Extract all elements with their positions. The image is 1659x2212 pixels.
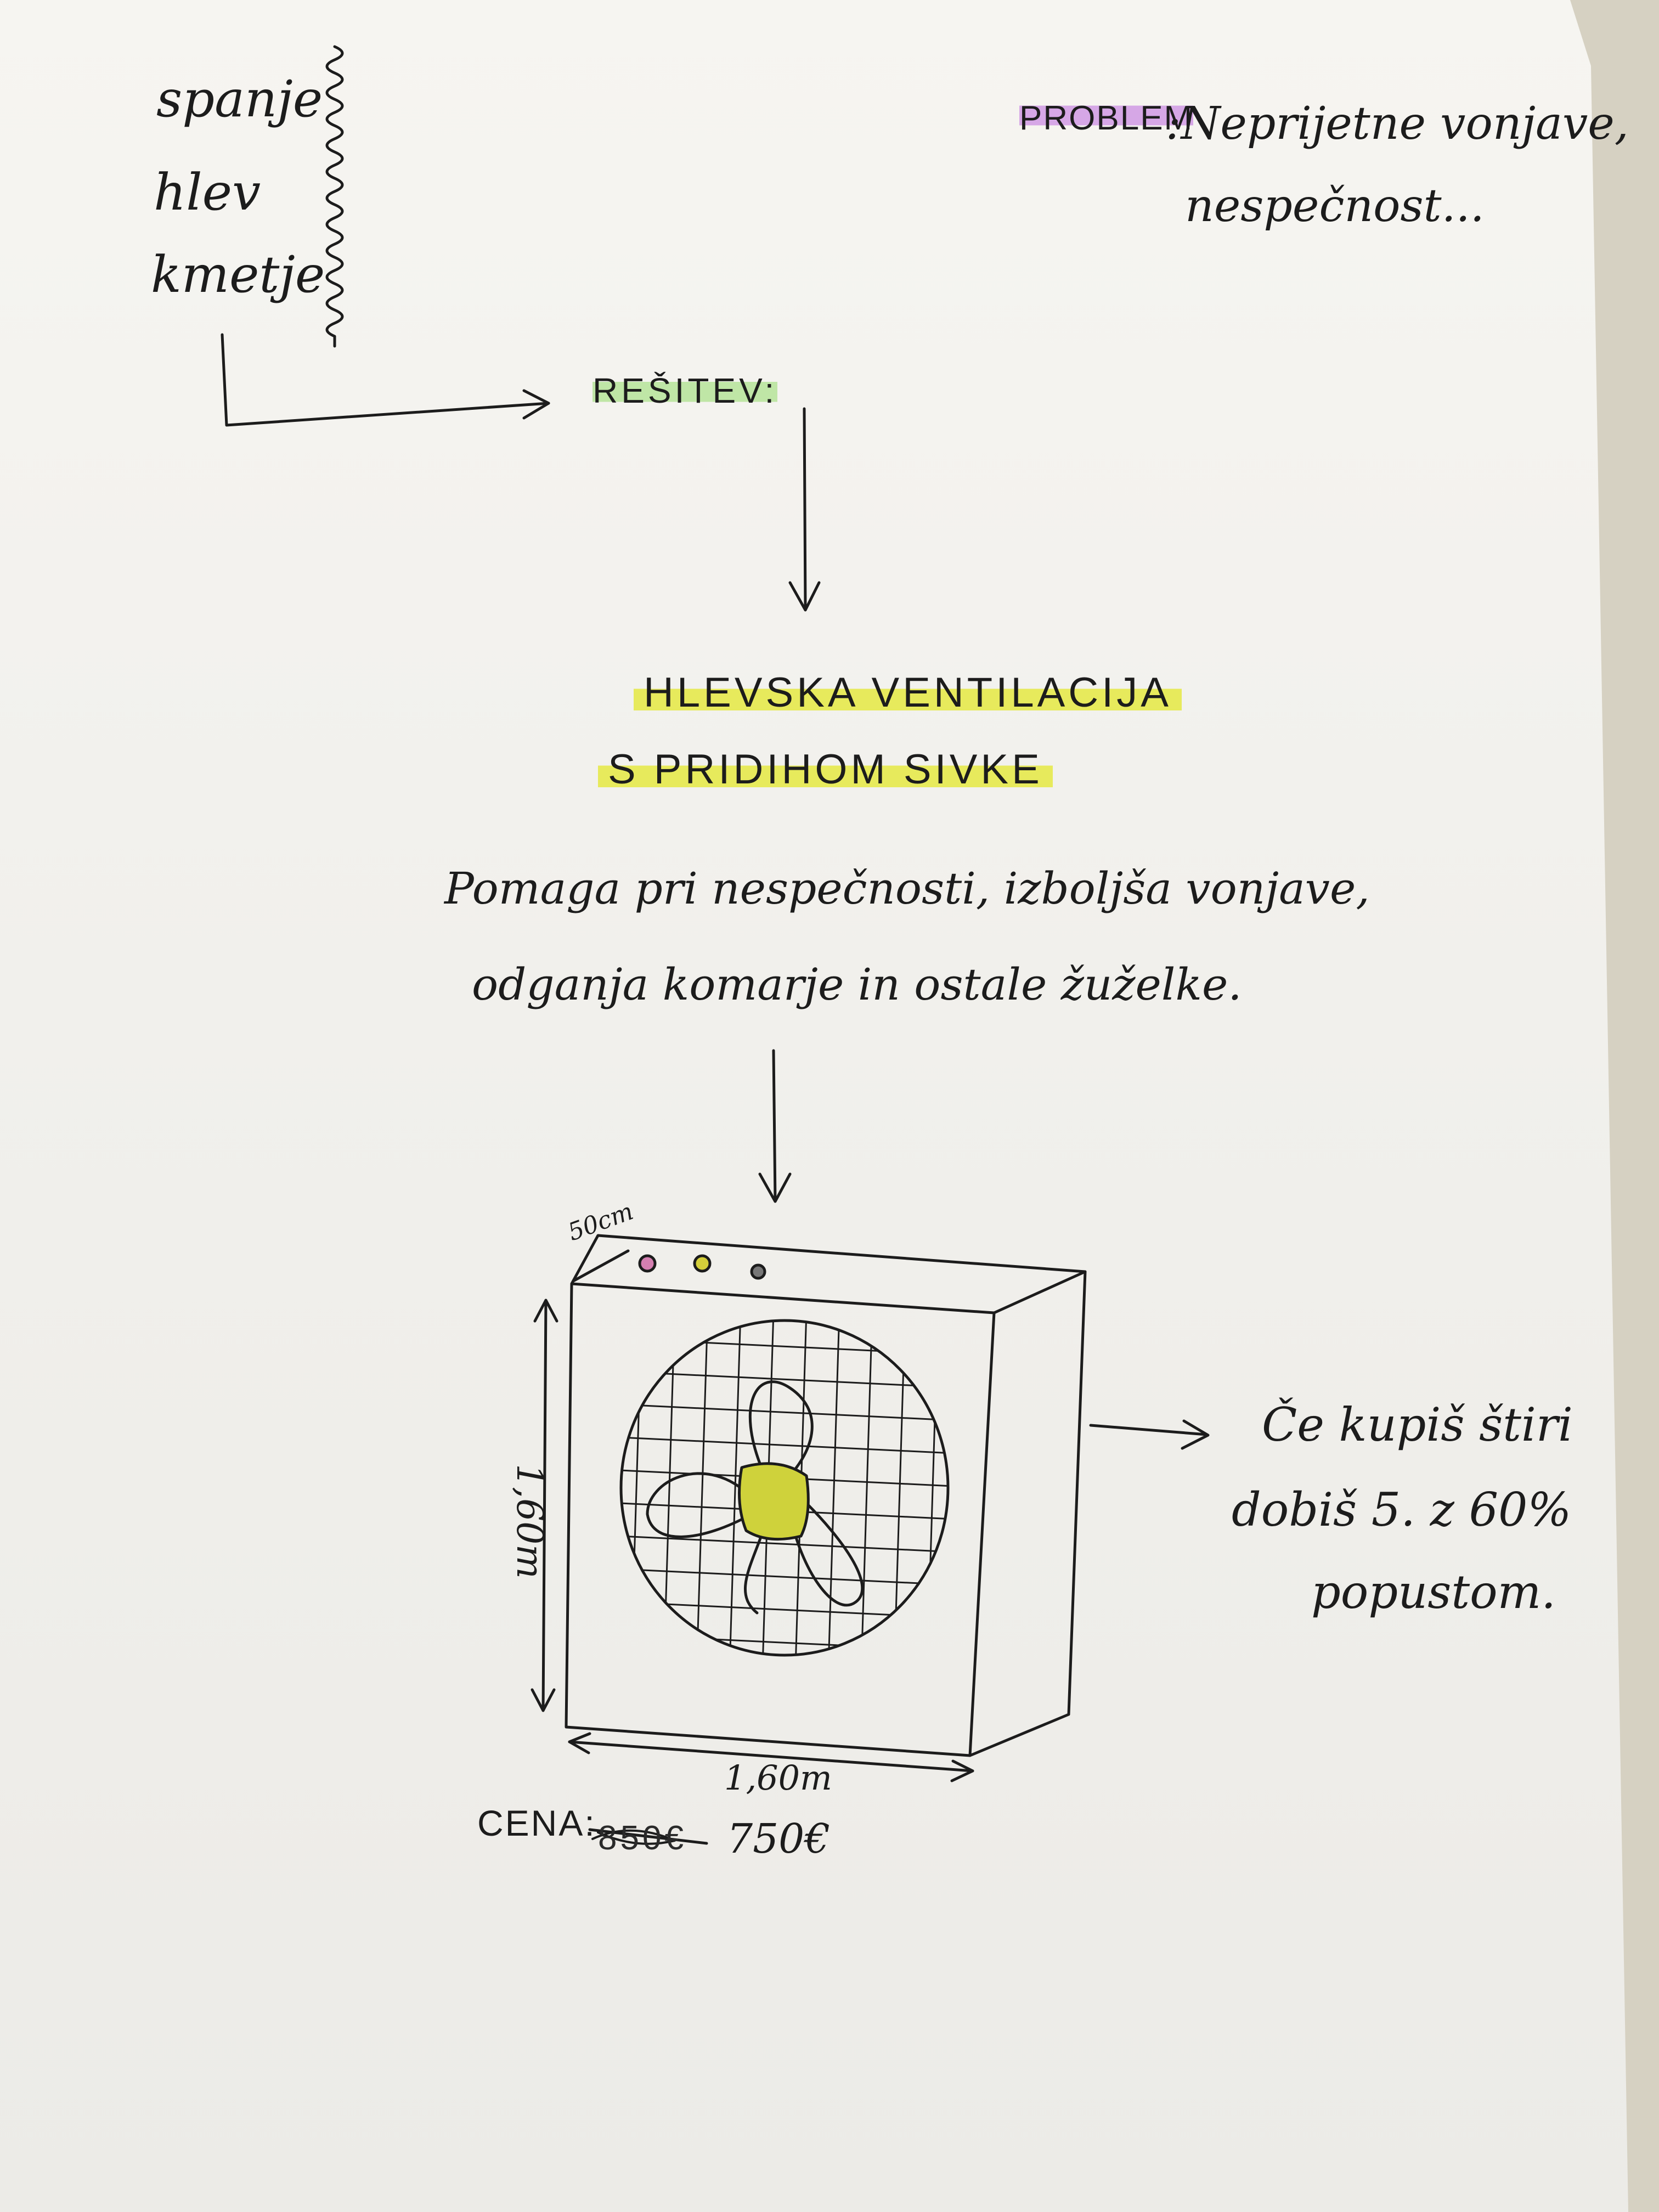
product-title-line2: S PRIDIHOM SIVKE	[598, 749, 1053, 791]
width-label: 1,60m	[724, 1758, 832, 1798]
arrow-down-2	[772, 1049, 777, 1202]
fan-ring	[619, 1319, 950, 1657]
height-dimension-arrow-bottom-head	[531, 1688, 556, 1712]
width-dimension-arrow-right-head	[950, 1759, 974, 1782]
wavy-bracket	[325, 45, 344, 348]
fan-button-1	[638, 1254, 657, 1273]
context-word-hlev: hlev	[154, 163, 261, 222]
context-word-spanje: spanje	[156, 70, 323, 128]
new-price: 750€	[727, 1815, 831, 1863]
arrow-to-solution	[221, 333, 550, 427]
offer-line1: Če kupiš štiri	[1262, 1398, 1573, 1452]
fan-box-side	[968, 1270, 1087, 1757]
fan-blade-left	[646, 1472, 753, 1538]
arrow-to-solution-head	[522, 389, 550, 420]
benefit-text-line2: odganja komarje in ostale žuželke.	[472, 959, 1242, 1010]
offer-line3: popustom.	[1311, 1565, 1556, 1619]
solution-label: REŠITEV:	[592, 371, 778, 410]
fan-button-2	[693, 1254, 712, 1273]
width-dimension-arrow	[568, 1740, 974, 1773]
arrow-to-offer	[1089, 1424, 1209, 1436]
problem-label: PROBLEM	[1019, 99, 1194, 137]
old-price: 850€	[598, 1819, 687, 1857]
context-word-kmetje: kmetje	[151, 245, 325, 304]
problem-text-line1: :Neprijetne vonjave,	[1166, 98, 1629, 150]
price-label: CENA:	[477, 1803, 596, 1843]
depth-dimension-arrow	[572, 1249, 630, 1283]
fan-hub	[738, 1462, 810, 1541]
product-title-line1: HLEVSKA VENTILACIJA	[634, 672, 1182, 714]
height-dimension-arrow-top-head	[533, 1299, 558, 1323]
fan-blade-top	[748, 1380, 814, 1483]
price-strikethrough	[588, 1828, 708, 1845]
width-dimension-arrow-left-head	[568, 1732, 591, 1754]
arrow-down-2-head	[758, 1172, 792, 1203]
fan-button-3	[750, 1263, 766, 1280]
fan-box-drawing	[565, 1234, 1087, 1757]
arrow-to-offer-head	[1181, 1419, 1210, 1450]
arrow-down-1-head	[788, 581, 821, 612]
problem-text-line2: nespečnost...	[1185, 180, 1485, 232]
benefit-text-line1: Pomaga pri nespečnosti, izboljša vonjave…	[444, 863, 1370, 914]
height-dimension-arrow	[541, 1299, 548, 1712]
height-label: 1,60m	[508, 1464, 551, 1579]
offer-line2: dobiš 5. z 60%	[1232, 1483, 1572, 1537]
fan-box-top	[570, 1234, 1087, 1314]
price-scribble	[591, 1829, 676, 1845]
arrow-down-1	[803, 407, 807, 611]
fan-blade-right	[788, 1502, 864, 1607]
